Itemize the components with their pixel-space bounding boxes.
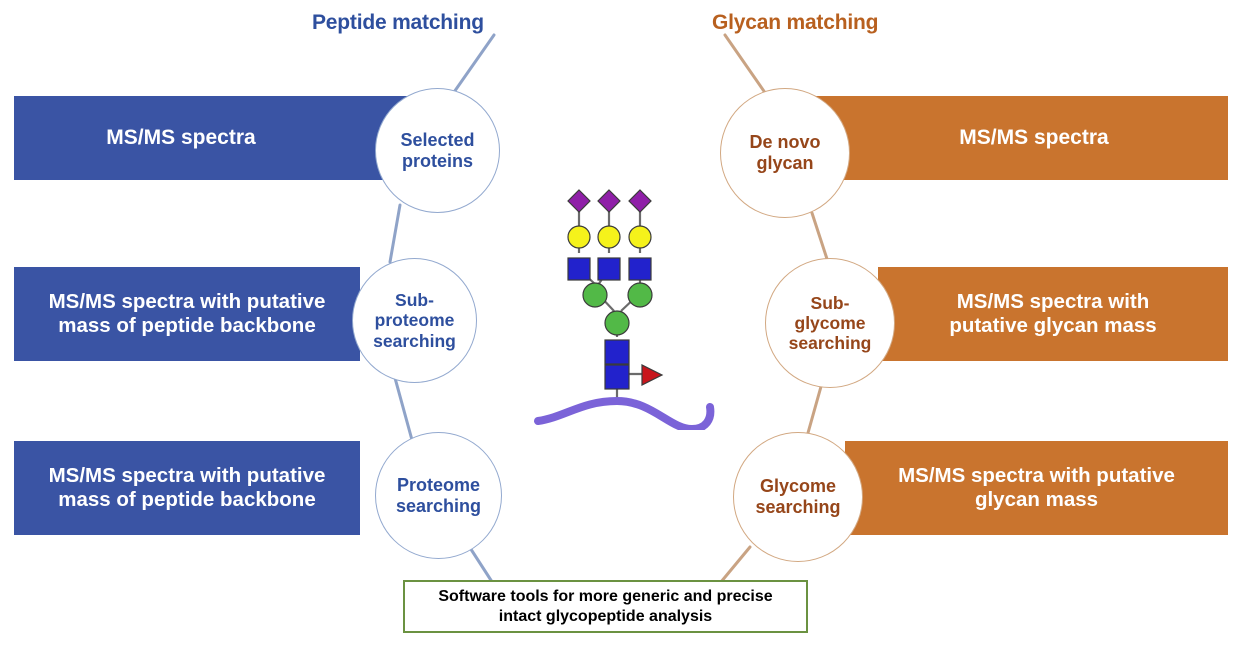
peptide-node-label-2: Sub- proteome searching xyxy=(373,290,456,351)
peptide-bar-row-2: MS/MS spectra with putative mass of pept… xyxy=(14,267,360,361)
connector-node2-to-node3-right xyxy=(804,381,824,442)
glcnac-square-core-2 xyxy=(604,364,630,390)
glycan-bar-label-1: MS/MS spectra xyxy=(959,125,1109,149)
peptide-bar-row-3: MS/MS spectra with putative mass of pept… xyxy=(14,441,360,535)
sialic-acid-diamond-3 xyxy=(628,189,652,213)
galactose-circle-1 xyxy=(567,225,591,249)
peptide-node-selected-proteins[interactable]: Selected proteins xyxy=(375,88,500,213)
connector-node1-to-node2 xyxy=(388,203,402,264)
peptide-backbone-line xyxy=(534,396,715,430)
glycan-bar-label-2: MS/MS spectra with putative glycan mass xyxy=(949,289,1157,337)
connector-peptide-title-to-node1 xyxy=(450,33,496,97)
glycan-node-glycome-searching[interactable]: Glycome searching xyxy=(733,432,863,562)
peptide-bar-label-3: MS/MS spectra with putative mass of pept… xyxy=(48,463,326,511)
peptide-bar-label-2: MS/MS spectra with putative mass of pept… xyxy=(48,289,326,337)
galactose-circle-3 xyxy=(628,225,652,249)
galactose-circle-2 xyxy=(597,225,621,249)
sialic-acid-diamond-2 xyxy=(597,189,621,213)
glcnac-square-core-1 xyxy=(604,339,630,365)
glycan-node-sub-glycome-searching[interactable]: Sub- glycome searching xyxy=(765,258,895,388)
peptide-node-label-3: Proteome searching xyxy=(395,474,482,516)
fucose-triangle xyxy=(641,364,664,386)
glycan-node-label-1: De novo glycan xyxy=(749,132,821,173)
connector-node1-to-node2-right xyxy=(810,211,830,264)
mannose-circle-left xyxy=(582,282,608,308)
glycan-structure-diagram xyxy=(534,189,715,430)
glycan-matching-title: Glycan matching xyxy=(712,11,879,34)
sialic-acid-diamond-1 xyxy=(567,189,591,213)
peptide-node-sub-proteome-searching[interactable]: Sub- proteome searching xyxy=(352,258,477,383)
glycan-bar-row-3: MS/MS spectra with putative glycan mass xyxy=(845,441,1228,535)
peptide-bar-label-1: MS/MS spectra xyxy=(106,125,256,149)
glycan-bar-row-2: MS/MS spectra with putative glycan mass xyxy=(878,267,1228,361)
glycan-node-label-3: Glycome searching xyxy=(755,476,841,517)
peptide-node-proteome-searching[interactable]: Proteome searching xyxy=(375,432,502,559)
mannose-circle-right xyxy=(627,282,653,308)
connector-glycan-title-to-node1 xyxy=(723,33,770,99)
result-summary-box: Software tools for more generic and prec… xyxy=(403,580,808,633)
glcnac-square-antenna-1 xyxy=(567,257,591,281)
result-summary-label: Software tools for more generic and prec… xyxy=(438,587,773,625)
glycan-bar-label-3: MS/MS spectra with putative glycan mass xyxy=(898,463,1175,511)
glycan-node-label-2: Sub- glycome searching xyxy=(788,292,872,354)
glycan-node-de-novo-glycan[interactable]: De novo glycan xyxy=(720,88,850,218)
peptide-node-label-1: Selected proteins xyxy=(400,129,475,171)
glcnac-square-antenna-2 xyxy=(597,257,621,281)
peptide-bar-row-1: MS/MS spectra xyxy=(14,96,444,180)
glcnac-square-antenna-3 xyxy=(628,257,652,281)
connector-node2-to-node3 xyxy=(393,376,414,442)
peptide-matching-title: Peptide matching xyxy=(312,11,484,34)
mannose-circle-core xyxy=(604,310,630,336)
